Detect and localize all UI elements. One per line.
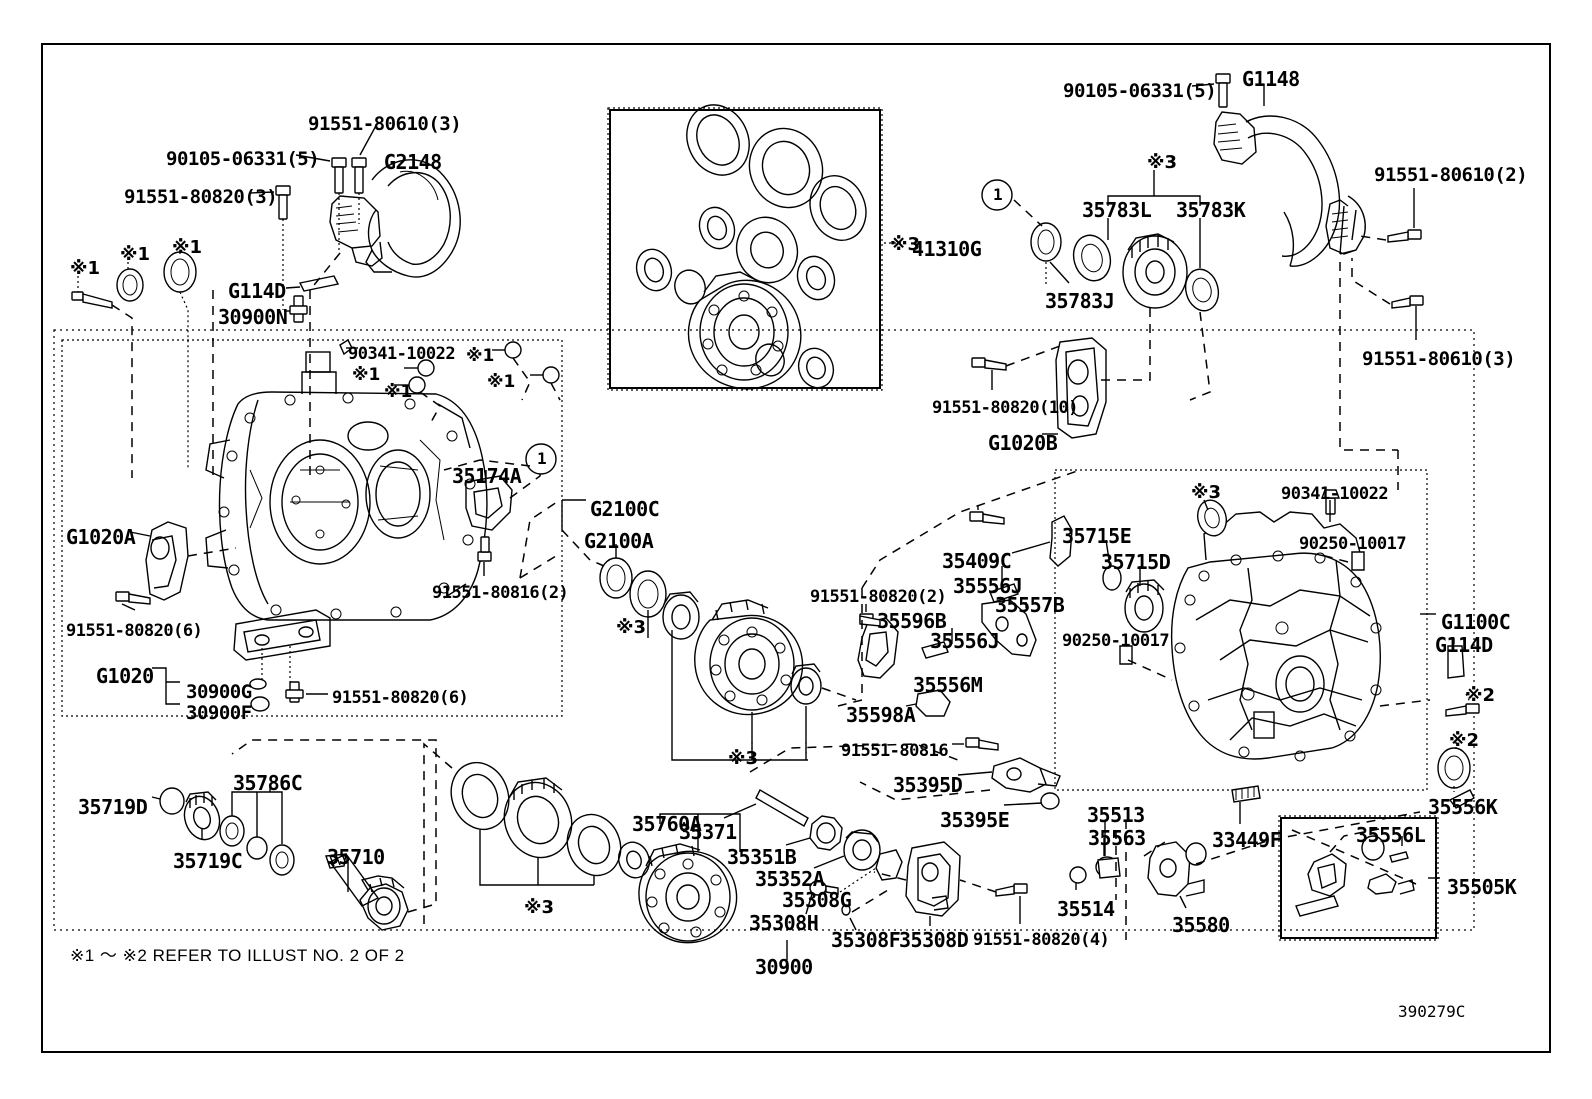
callout-g1020b: G1020B [988,431,1058,455]
callout-g1020a: G1020A [66,525,136,549]
circle-ref-1a: 1 [537,449,547,468]
callout-35409c: 35409C [942,549,1012,573]
callout-35596b: 35596B [877,609,947,633]
callout-g2148: G2148 [384,150,442,174]
callout-91551-80610-3-right: 91551-80610(3) [1362,348,1516,370]
callout-33449f: 33449F [1212,828,1282,852]
star-marker-3f: ※3 [1191,482,1222,503]
star-marker-3d: ※3 [728,748,759,769]
drawing-number: 390279C [1398,1002,1466,1021]
callout-35563: 35563 [1088,826,1146,850]
star-marker-1d: ※1 [466,346,495,366]
callout-35556j-b: 35556J [930,629,1000,653]
star-marker-3b: ※3 [1147,152,1178,173]
callout-90341-10022-right: 90341-10022 [1281,484,1389,504]
callout-90341-10022-left: 90341-10022 [348,344,456,364]
callout-35557b: 35557B [995,593,1065,617]
callout-90250-10017-b: 90250-10017 [1062,631,1170,651]
callout-35371: 35371 [679,820,737,844]
callout-g2100c: G2100C [590,497,660,521]
star-marker-1b: ※1 [120,244,151,265]
callout-35505k: 35505K [1447,875,1517,899]
callout-91551-80820-6-a: 91551-80820(6) [66,621,203,641]
star-marker-1f: ※1 [384,382,413,402]
callout-35308d: 35308D [899,928,969,952]
callout-91551-80610-3-top: 91551-80610(3) [308,113,462,135]
callout-35719d: 35719D [78,795,148,819]
callout-91551-80816-2: 91551-80816(2) [432,583,569,603]
callout-35174a: 35174A [452,464,522,488]
callout-35783j: 35783J [1045,289,1115,313]
callout-35513: 35513 [1087,803,1145,827]
callout-35351b: 35351B [727,845,797,869]
callout-35760a: 35760A [632,812,702,836]
callout-35783k: 35783K [1176,198,1246,222]
callout-35556m: 35556M [913,673,983,697]
assembly-title-30900: 30900 [755,955,813,979]
callout-35556k: 35556K [1428,795,1498,819]
callout-g1100c: G1100C [1441,610,1511,634]
callout-91551-80816: 91551-80816 [841,741,949,761]
callout-41310g: 41310G [912,237,982,261]
callout-91551-80820-10: 91551-80820(10) [932,398,1079,418]
callout-91551-80820-3: 91551-80820(3) [124,186,278,208]
callout-91551-80820-4: 91551-80820(4) [973,930,1110,950]
callout-35715e: 35715E [1062,524,1132,548]
callout-35514: 35514 [1057,897,1115,921]
callout-35352a: 35352A [755,867,825,891]
callout-91551-80820-2: 91551-80820(2) [810,587,947,607]
callout-30900n: 30900N [218,305,288,329]
callout-g114d-right: G114D [1435,633,1493,657]
footnote-refer-illust: ※1 ～ ※2 REFER TO ILLUST NO. 2 OF 2 [70,946,405,965]
callout-g1020: G1020 [96,664,154,688]
callout-35719c: 35719C [173,849,243,873]
callout-35598a: 35598A [846,703,916,727]
callout-35786c: 35786C [233,771,303,795]
star-marker-2a: ※2 [1465,685,1496,706]
callout-35308f: 35308F [831,928,901,952]
callout-91551-80610-2: 91551-80610(2) [1374,164,1528,186]
callout-90105-06331-5-left: 90105-06331(5) [166,148,320,170]
star-marker-1e: ※1 [352,365,381,385]
star-marker-2b: ※2 [1449,730,1480,751]
star-marker-1g: ※1 [487,372,516,392]
callout-35710: 35710 [327,845,385,869]
star-marker-3a: ※3 [890,234,921,255]
callout-91551-80820-6-b: 91551-80820(6) [332,688,469,708]
callout-35395e: 35395E [940,808,1010,832]
callout-30900f: 30900F [186,702,252,724]
callout-90250-10017-a: 90250-10017 [1299,534,1407,554]
star-marker-3c: ※3 [616,617,647,638]
callout-35556j-a: 35556J [953,574,1023,598]
callout-35308g: 35308G [782,888,852,912]
circle-ref-1b: 1 [993,185,1003,204]
star-marker-1a: ※1 [70,258,101,279]
callout-35395d: 35395D [893,773,963,797]
callout-35308h: 35308H [749,911,819,935]
callout-g1148: G1148 [1242,67,1300,91]
callout-30900g: 30900G [186,681,252,703]
callout-35580: 35580 [1172,913,1230,937]
callout-g114d-left: G114D [228,279,286,303]
callout-g2100a: G2100A [584,529,654,553]
callout-35556l: 35556L [1356,823,1426,847]
star-marker-3e: ※3 [524,897,555,918]
callout-90105-06331-5-right: 90105-06331(5) [1063,80,1217,102]
callout-35783l: 35783L [1082,198,1152,222]
callout-35715d: 35715D [1101,550,1171,574]
star-marker-1c: ※1 [172,237,203,258]
